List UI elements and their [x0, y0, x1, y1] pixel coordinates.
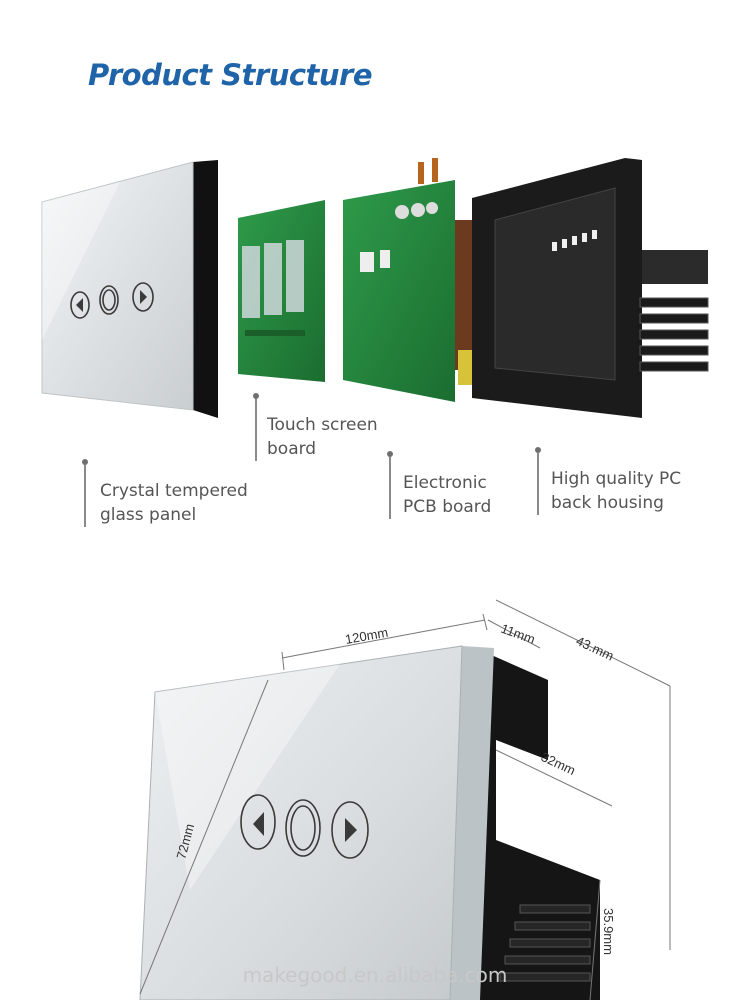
callout-dot	[387, 451, 393, 457]
callout-line	[537, 453, 539, 515]
callout-line	[389, 457, 391, 519]
exploded-product-illustration	[41, 158, 709, 418]
dimension-total-depth-label: 43.mm	[574, 633, 616, 663]
glass-panel-image	[41, 160, 218, 418]
pcb-board-image	[343, 158, 488, 402]
dimension-lines	[139, 599, 671, 1000]
back-housing-image	[472, 158, 709, 418]
section-title: Product Structure	[88, 58, 373, 92]
dimension-depth-label: 11mm	[499, 621, 537, 647]
dimension-back-height-label: 35.9mm	[601, 908, 616, 955]
switch-perspective-image	[139, 645, 600, 1000]
watermark: makegood.en.alibaba.com	[242, 963, 508, 987]
callout-label: High quality PC back housing	[551, 469, 682, 513]
callout-label: Crystal tempered glass panel	[100, 481, 248, 525]
touch-board-image	[238, 200, 325, 382]
callout-line	[84, 465, 86, 527]
callout-dot	[253, 393, 259, 399]
callout-dot	[82, 459, 88, 465]
callout-dot	[535, 447, 541, 453]
dimension-width-label: 120mm	[344, 625, 389, 647]
dimension-drawing: 120mm 11mm 43.mm 32mm 72mm 35.9mm	[139, 599, 671, 1000]
callout-line	[255, 399, 257, 461]
callout-label: Touch screen board	[267, 415, 378, 459]
callout-label: Electronic PCB board	[403, 473, 492, 517]
